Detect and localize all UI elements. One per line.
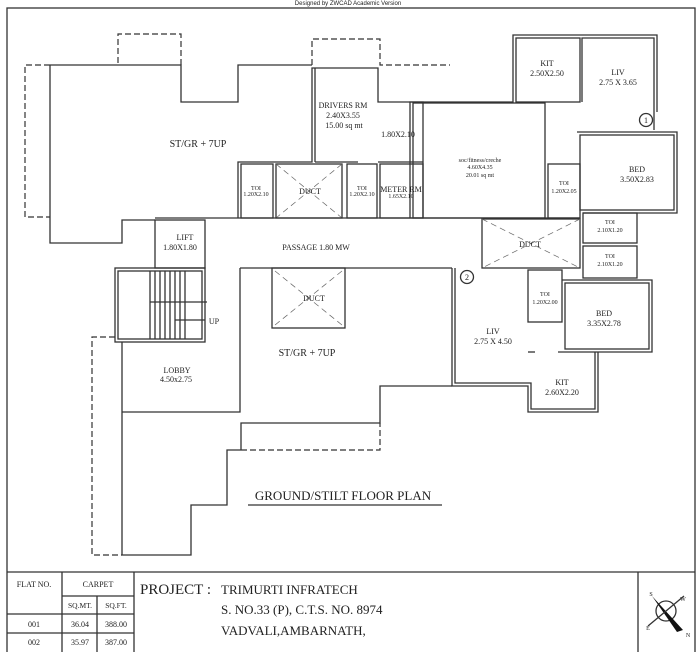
plan-title: GROUND/STILT FLOOR PLAN [255,488,432,503]
drivers-room-name: DRIVERS RM [319,101,368,110]
project-block: PROJECT : TRIMURTI INFRATECH S. NO.33 (P… [140,582,383,638]
flat-no: 002 [28,638,40,647]
passage-label: PASSAGE 1.80 MW [282,243,350,252]
header-flat-no: FLAT NO. [17,580,52,589]
liv2-name: LIV [486,327,500,336]
flat2-marker-circle [459,269,475,285]
compass-s: S [649,592,652,598]
soc-fitness-size: 4.60X4.35 [467,165,492,171]
lift-size: 1.80X1.80 [163,243,197,252]
sqmt-value: 36.04 [71,620,89,629]
walls [24,33,678,556]
duct-b-label: DUCT [519,240,541,249]
bed1-size: 3.50X2.83 [620,175,654,184]
toi-c-size: 1.20X2.05 [551,189,576,195]
drivers-room-area: 15.00 sq mt [325,121,363,130]
meter-room-name: METER RM [380,185,422,194]
header-sqmt: SQ.MT. [68,601,92,610]
sqmt-value: 35.97 [71,638,89,647]
compass-w: W [680,597,686,603]
header-carpet: CARPET [83,580,114,589]
lobby-name: LOBBY [163,366,190,375]
table-row: 002 35.97 387.00 [28,638,127,647]
toi-f-name: TOI [540,292,550,298]
flat-no: 001 [28,620,40,629]
toi-d-name: TOI [605,220,615,226]
liv1-size: 2.75 X 3.65 [599,78,637,87]
north-compass-icon: S W E N [646,592,691,639]
duct-c-label: DUCT [303,294,325,303]
flat1-marker-circle [638,112,654,128]
soc-fitness-name: soc/fitness/creche [459,157,502,164]
bed2-size: 3.35X2.78 [587,319,621,328]
toi-a-name: TOI [251,186,261,192]
kit2-size: 2.60X2.20 [545,388,579,397]
soc-fitness-area: 20.01 sq mt [466,173,495,179]
project-line-1: TRIMURTI INFRATECH [221,582,358,597]
stgr-bottom-label: ST/GR + 7UP [279,348,336,359]
toi-d-size: 2.10X1.20 [597,228,622,234]
toi-f-size: 1.20X2.00 [532,300,557,306]
sqft-value: 387.00 [105,638,127,647]
lobby-size: 4.50x2.75 [160,375,192,384]
kit1-name: KIT [540,59,553,68]
room-labels: ST/GR + 7UP DRIVERS RM 2.40X3.55 15.00 s… [160,59,654,397]
flat1-marker: 1 [644,116,648,125]
liv1-name: LIV [611,68,625,77]
compass-e: E [646,626,650,632]
stgr-top-label: ST/GR + 7UP [170,139,227,150]
stair-up-label: UP [209,317,220,326]
kit1-size: 2.50X2.50 [530,69,564,78]
watermark: Designed by ZWCAD Academic Version [295,1,401,7]
flat2-marker: 2 [465,273,469,282]
project-line-3: VADVALI,AMBARNATH, [221,623,366,638]
toi-b-size: 1.20X2.10 [349,192,374,198]
header-sqft: SQ.FT. [105,601,127,610]
toi-a-size: 1.20X2.10 [243,192,268,198]
compass-n: N [686,633,691,639]
toi-c-name: TOI [559,181,569,187]
drawing-frame [6,7,696,652]
toi-b-name: TOI [357,186,367,192]
meter-room-size: 1.65X2.10 [388,194,413,200]
drivers-room-size: 2.40X3.55 [326,111,360,120]
bed1-name: BED [629,165,645,174]
duct-a-label: DUCT [299,187,321,196]
bed2-name: BED [596,309,612,318]
area-table: FLAT NO. CARPET SQ.MT. SQ.FT. 001 36.04 … [7,572,135,652]
lift-name: LIFT [177,233,194,242]
project-line-2: S. NO.33 (P), C.T.S. NO. 8974 [221,602,383,617]
project-label: PROJECT : [140,582,211,598]
table-row: 001 36.04 388.00 [28,620,127,629]
toi-e-size: 2.10X1.20 [597,262,622,268]
kit2-name: KIT [555,378,568,387]
toi-e-name: TOI [605,254,615,260]
liv2-size: 2.75 X 4.50 [474,337,512,346]
room-size-label: 1.80X2.10 [381,130,415,139]
sqft-value: 388.00 [105,620,127,629]
